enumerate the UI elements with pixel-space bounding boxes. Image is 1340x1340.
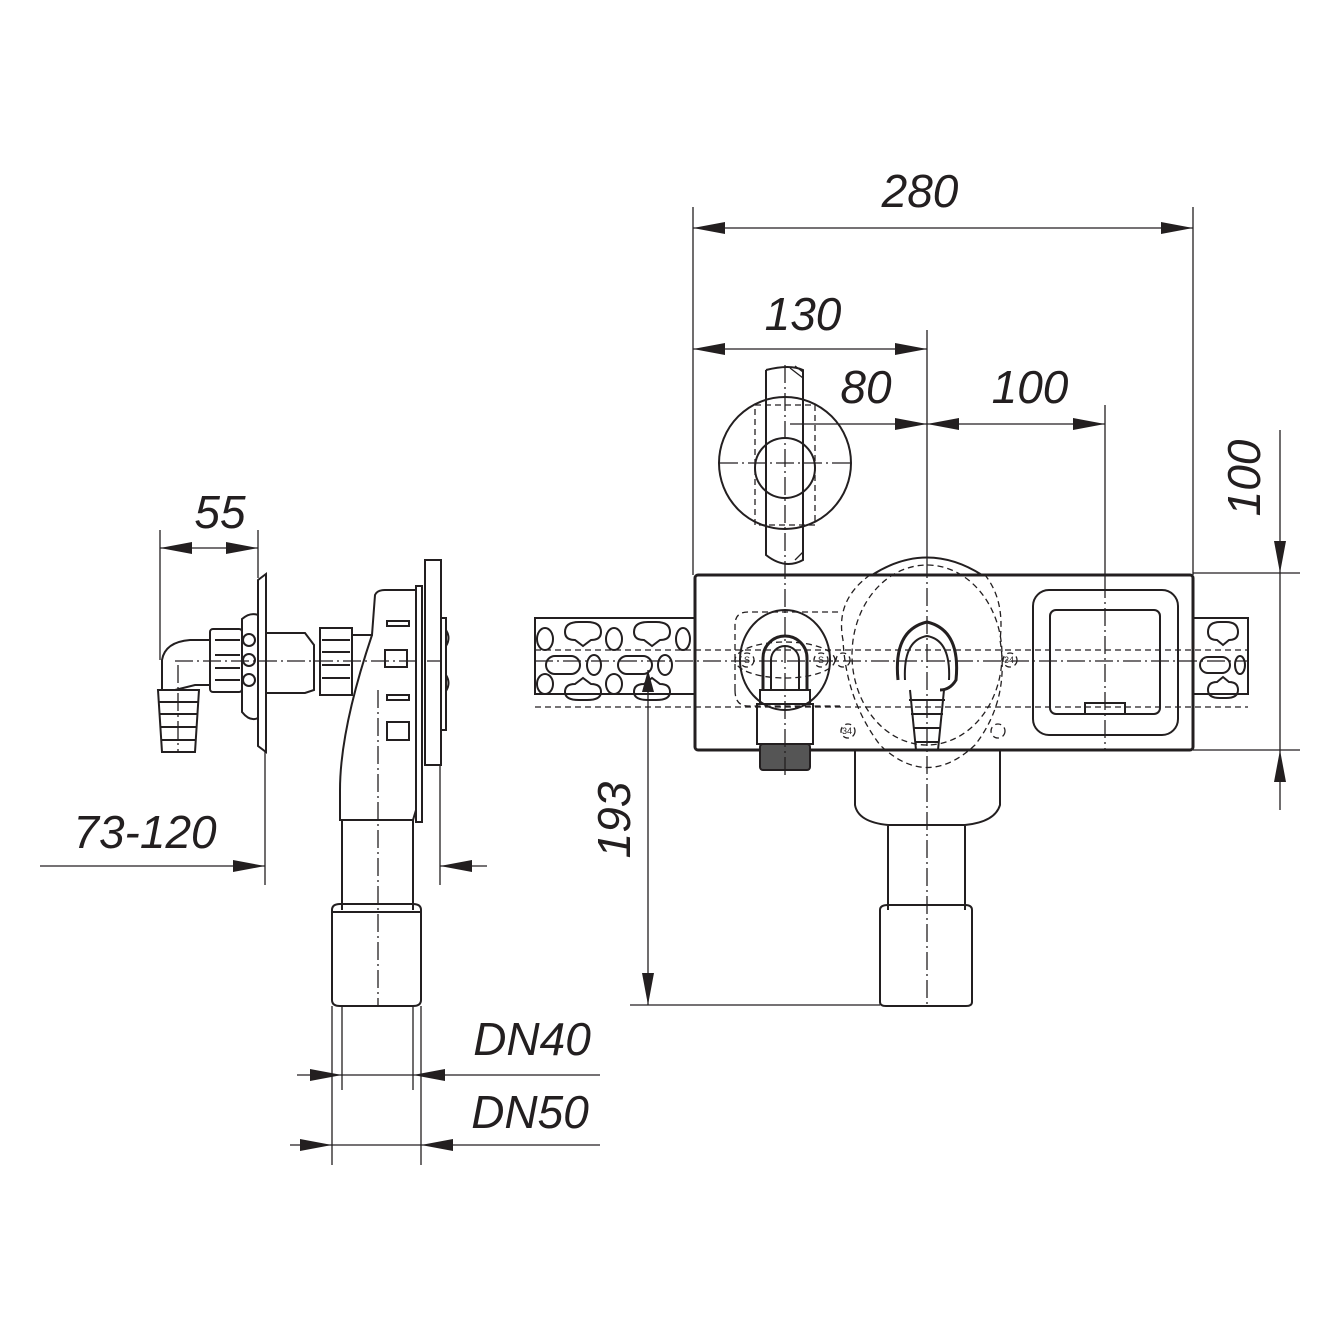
dim-55-label: 55 <box>194 486 246 538</box>
marking-s-right: S <box>818 655 824 665</box>
installation-box <box>693 573 1195 752</box>
hose-elbow <box>156 613 259 753</box>
marking-s-left: S <box>744 655 750 665</box>
front-dimensions <box>630 207 1300 1006</box>
drain-pipe-front <box>854 750 1001 1007</box>
drain-pipe-side <box>331 820 422 1007</box>
dim-100-horizontal-label: 100 <box>992 361 1069 413</box>
dim-dn40-label: DN40 <box>473 1013 591 1065</box>
marking-34-bottom: 34 <box>842 726 852 736</box>
mounting-rail-right <box>1192 617 1249 699</box>
dim-280-label: 280 <box>881 165 959 217</box>
side-view <box>156 559 450 1007</box>
screw-markings <box>739 652 1018 739</box>
side-dimension-arrows <box>160 542 472 1151</box>
dim-73-120-label: 73-120 <box>73 806 217 858</box>
siphon-body-side <box>339 559 450 823</box>
marking-34-right: 34 <box>1004 655 1014 665</box>
dim-100-vertical-label: 100 <box>1218 439 1270 516</box>
front-view: S S 34 34 <box>534 365 1249 1007</box>
siphon-hidden-outline <box>734 564 1003 768</box>
front-dimension-arrows <box>642 222 1286 1005</box>
mounting-rail-left <box>534 617 696 701</box>
dim-80-label: 80 <box>840 361 892 413</box>
wall-rosette <box>257 572 267 754</box>
dim-193-label: 193 <box>588 781 640 858</box>
dim-dn50-label: DN50 <box>471 1086 589 1138</box>
dim-130-label: 130 <box>765 288 842 340</box>
